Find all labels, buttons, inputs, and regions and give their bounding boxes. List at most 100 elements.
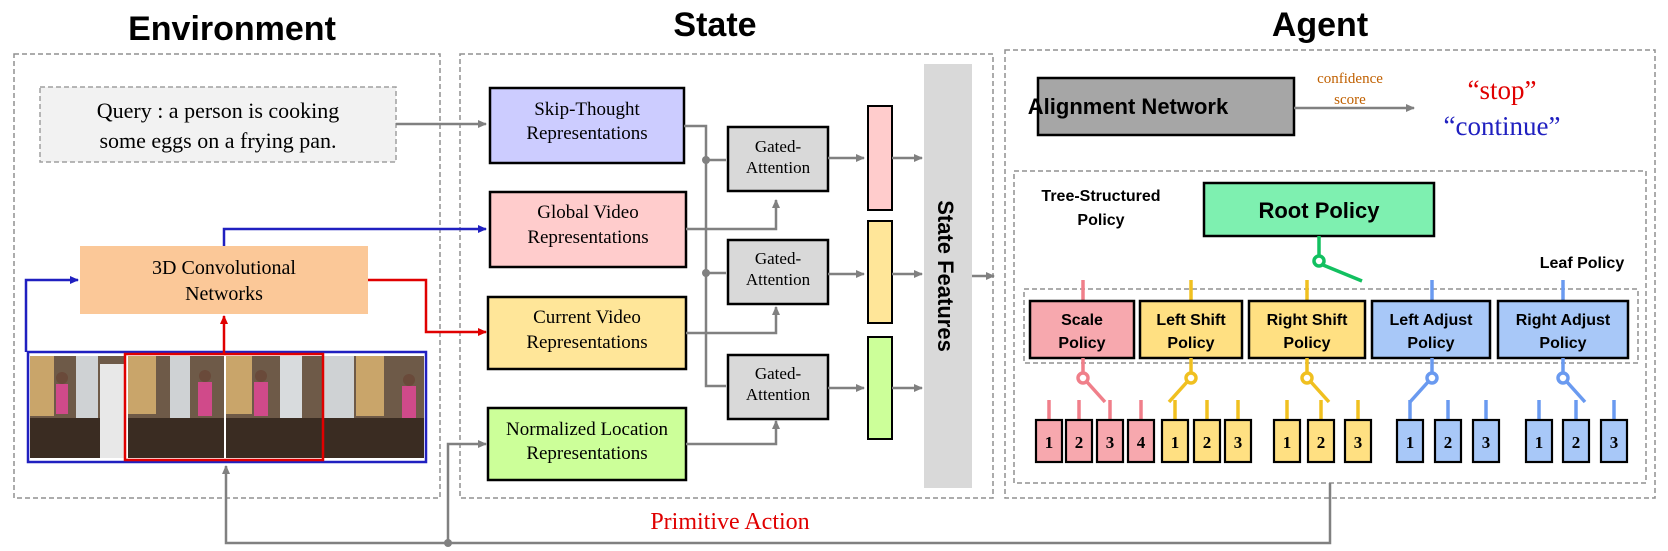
blue-arrow-to-conv [24,276,79,352]
right-shift-line1: Right Shift [1267,312,1349,329]
global-video-line1: Global Video [537,202,638,223]
tree-structured-line1: Tree-Structured [1041,188,1160,205]
primitive-action-box: 4 [1126,400,1156,464]
primitive-action-label: 3 [1234,433,1243,452]
primitive-action-label: 3 [1610,433,1619,452]
video-frames [26,350,428,464]
primitive-action-label: 2 [1317,433,1326,452]
gated-attention-3-line1: Gated- [755,364,802,383]
primitive-action-box: 2 [1433,400,1463,464]
primitive-action-label: 2 [1572,433,1581,452]
gated-attention-1-line1: Gated- [755,137,802,156]
stop-output: “stop” [1468,75,1537,105]
primitive-action-box: 1 [1034,400,1064,464]
global-video-line2: Representations [527,227,648,248]
scale-policy: Scale Policy [1028,280,1136,360]
primitive-action-box: 1 [1395,400,1425,464]
gated-attention-3-line2: Attention [746,385,811,404]
primitive-action-box: 1 [1524,400,1554,464]
conv-text-line2: Networks [185,283,263,305]
primitive-action-box: 2 [1306,400,1336,464]
alignment-network-box [1036,76,1296,137]
current-video-line2: Representations [526,332,647,353]
video-frame [226,356,322,458]
primitive-action-label: 2 [1444,433,1453,452]
left-adjust-line1: Left Adjust [1390,312,1474,329]
conv-box [80,246,368,314]
primitive-action-box: 3 [1471,400,1501,464]
state-features-label: State Features [933,200,958,352]
scale-policy-line1: Scale [1061,312,1103,329]
primitive-action-label: 1 [1283,433,1292,452]
current-video-box [486,295,688,371]
primitive-action-box: 2 [1192,400,1222,464]
leaf-switch [1076,358,1107,404]
right-adjust-policy: Right Adjust Policy [1496,280,1630,360]
state-features-bar [924,64,972,488]
left-shift-line1: Left Shift [1156,312,1226,329]
query-box [39,86,397,163]
alignment-network-label: Alignment Network [1028,94,1229,119]
feature-vector-3 [867,336,893,440]
primitive-action-box: 3 [1599,400,1629,464]
red-arrow-to-current [368,278,487,336]
primitive-action-loop [222,440,1332,545]
left-adjust-policy: Left Adjust Policy [1370,280,1492,360]
primitive-action-box: 3 [1343,400,1373,464]
environment-title: Environment [128,10,336,48]
gated-attention-1-line2: Attention [746,158,811,177]
agent-title: Agent [1272,6,1368,44]
scale-policy-line2: Policy [1058,335,1105,352]
video-frame [30,356,126,458]
skip-thought-line1: Skip-Thought [534,99,640,120]
agent-panel [1004,49,1656,499]
primitive-action-label: 1 [1045,433,1054,452]
query-text-line2: some eggs on a frying pan. [99,128,336,153]
current-video-line1: Current Video [533,307,641,328]
primitive-action-box: 2 [1561,400,1591,464]
leaf-policy-panel [1023,288,1639,364]
skip-thought-line2: Representations [526,123,647,144]
feature-vector-2 [867,220,893,324]
leaf-switch [1556,358,1587,404]
global-video-box [488,190,688,269]
primitive-action-box: 3 [1095,400,1125,464]
left-shift-line2: Policy [1167,335,1214,352]
leaf-switch [1167,358,1198,404]
leaf-switch [1300,358,1331,404]
blue-arrow-to-global [222,225,487,246]
confidence-line1: confidence [1317,71,1383,87]
primitive-action-label: 1 [1535,433,1544,452]
primitive-action-box: 1 [1272,400,1302,464]
left-adjust-line2: Policy [1407,335,1454,352]
root-policy-label: Root Policy [1258,198,1380,223]
video-frame [128,356,224,458]
right-adjust-line1: Right Adjust [1516,312,1611,329]
right-shift-line2: Policy [1283,335,1330,352]
primitive-action-label: 3 [1482,433,1491,452]
primitive-action-label: 1 [1406,433,1415,452]
confidence-line2: score [1334,92,1366,108]
primitive-action-box: 3 [1223,400,1253,464]
attention-connectors [684,124,780,446]
primitive-action-label: 4 [1137,433,1146,452]
left-shift-policy: Left Shift Policy [1138,280,1244,360]
conv-text-line1: 3D Convolutional [152,257,296,279]
leaf-policy-label: Leaf Policy [1540,255,1625,272]
gated-attention-2-line1: Gated- [755,249,802,268]
root-policy-box [1202,181,1436,238]
feature-vector-1 [867,105,893,211]
primitive-action-label: 3 [1106,433,1115,452]
normalized-location-box [486,406,688,482]
state-title: State [673,6,756,44]
root-switch [1312,236,1363,283]
leaf-switch [1408,358,1439,404]
primitive-action-label: 2 [1075,433,1084,452]
primitive-action-box: 1 [1160,400,1190,464]
primitive-action-label: 2 [1203,433,1212,452]
continue-output: “continue” [1444,111,1561,141]
right-shift-policy: Right Shift Policy [1247,280,1367,360]
primitive-action-label: Primitive Action [650,509,809,535]
